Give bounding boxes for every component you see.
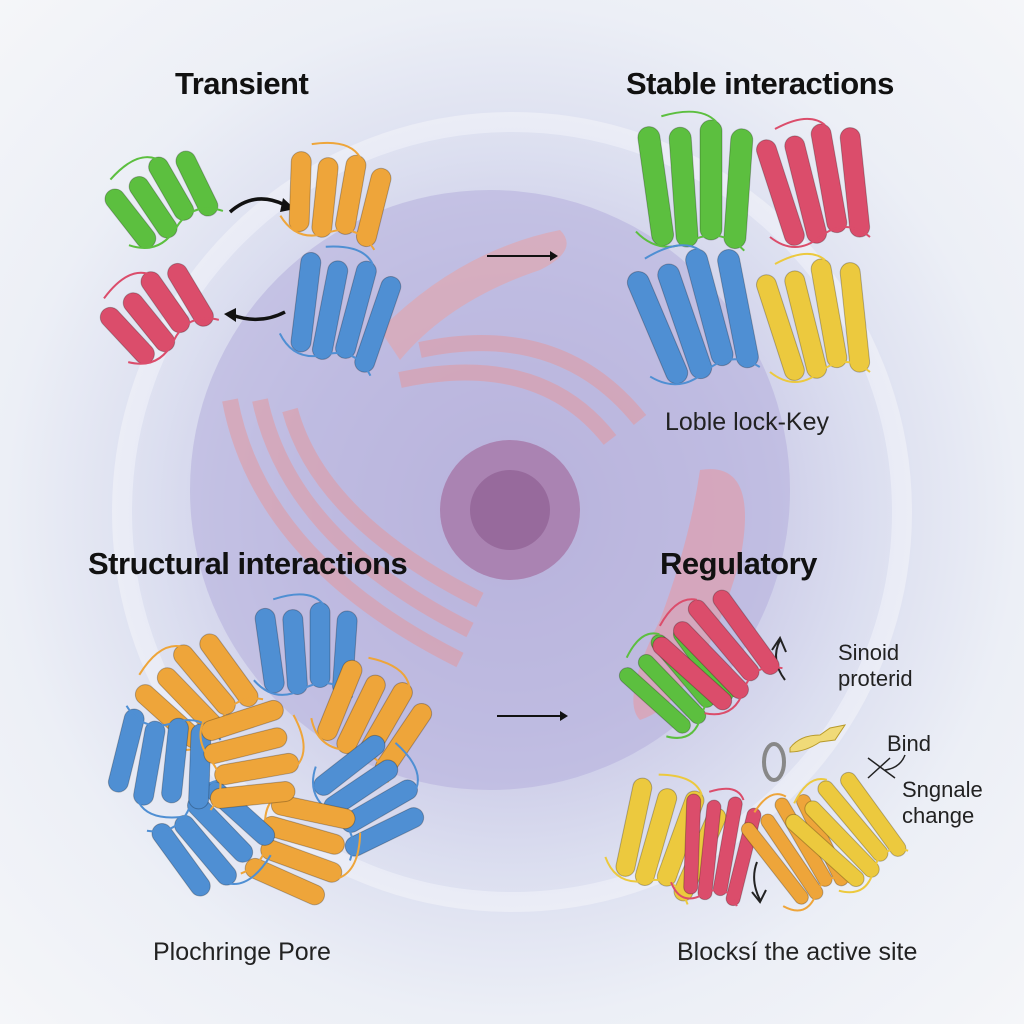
protein-blue xyxy=(107,705,222,819)
protein-orange xyxy=(240,786,362,906)
ligand-label: Sinoid proterid xyxy=(838,640,913,691)
curved-arrow-icon xyxy=(231,310,286,322)
protein-green xyxy=(635,110,754,252)
protein-yellow xyxy=(756,253,871,383)
protein-orange xyxy=(199,699,305,811)
bind-label: Bind xyxy=(887,731,932,756)
protein-blue xyxy=(278,245,402,377)
protein-yellow xyxy=(785,771,909,894)
curved-arrow-icon xyxy=(228,197,286,214)
transient-title: Transient xyxy=(175,66,309,101)
structural-caption: Plochringe Pore xyxy=(153,938,331,966)
regulatory-title: Regulatory xyxy=(660,546,817,581)
protein-blue xyxy=(146,779,276,897)
mitochondrion xyxy=(380,230,567,360)
structural-title: Structural interactions xyxy=(88,546,408,581)
golgi-apparatus xyxy=(222,335,647,668)
protein-red xyxy=(99,262,220,365)
active-site xyxy=(762,742,786,782)
bind-arrow-icon xyxy=(867,754,906,779)
protein-red xyxy=(756,118,871,248)
regulatory-caption: Blocksí the active site xyxy=(677,938,918,966)
down-arrow-icon xyxy=(753,861,761,901)
signal-ligand xyxy=(789,724,847,753)
protein-orange xyxy=(279,141,392,251)
signal-change-label: Sngnale change xyxy=(902,777,983,828)
protein-green xyxy=(104,150,224,249)
stable-caption: Loble lock-Key xyxy=(665,408,829,436)
protein-red xyxy=(652,589,783,716)
protein-blue xyxy=(626,244,761,386)
stable-title: Stable interactions xyxy=(626,66,894,101)
